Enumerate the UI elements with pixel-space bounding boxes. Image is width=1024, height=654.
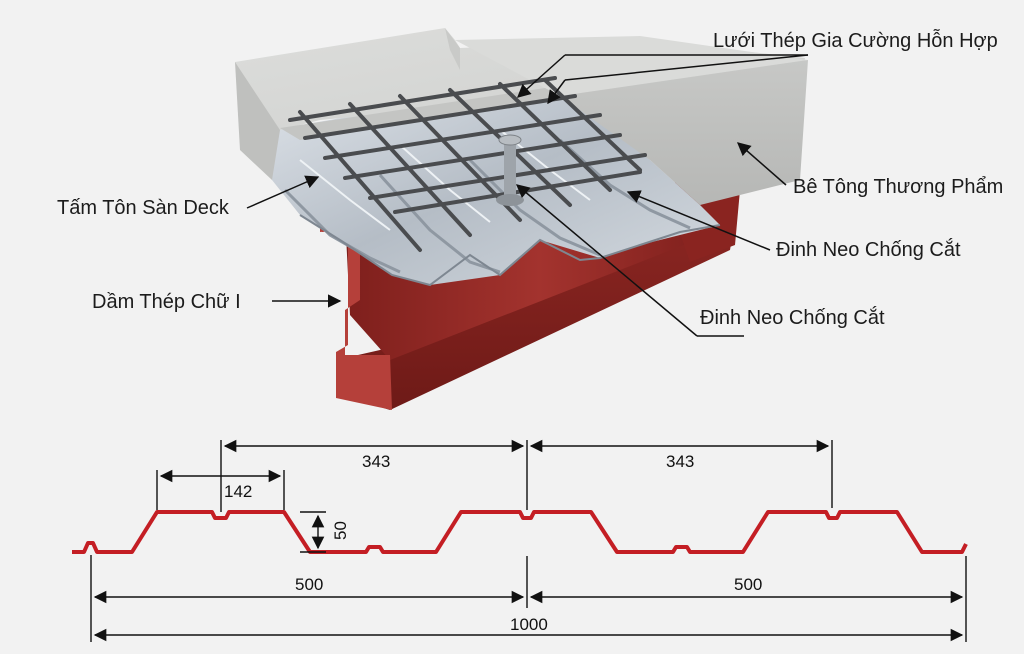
callout-mesh: Lưới Thép Gia Cường Hỗn Hợp <box>516 29 998 105</box>
dim-pitch-left: 343 <box>362 452 390 471</box>
callout-stud-center: Đinh Neo Chống Cắt <box>515 184 885 337</box>
callout-deck: Tấm Tôn Sàn Deck <box>57 175 320 219</box>
label-beam: Dầm Thép Chữ I <box>92 291 241 313</box>
label-stud-right: Đinh Neo Chống Cắt <box>776 238 961 261</box>
dim-half-right: 500 <box>734 575 762 594</box>
dim-pitch-right: 343 <box>666 452 694 471</box>
label-concrete: Bê Tông Thương Phẩm <box>793 176 1003 198</box>
label-deck: Tấm Tôn Sàn Deck <box>57 197 230 219</box>
deck-profile-line <box>72 510 968 554</box>
dim-half-left: 500 <box>295 575 323 594</box>
dimension-labels: 343 343 142 50 500 500 1000 <box>224 452 762 634</box>
label-mesh: Lưới Thép Gia Cường Hỗn Hợp <box>713 29 998 52</box>
dim-rib-top: 142 <box>224 482 252 501</box>
callout-stud-right: Đinh Neo Chống Cắt <box>626 190 961 261</box>
dim-total: 1000 <box>510 615 548 634</box>
dim-rib-height: 50 <box>331 521 350 540</box>
profile-dimensions <box>90 439 967 642</box>
callout-beam: Dầm Thép Chữ I <box>92 291 342 313</box>
label-stud-center: Đinh Neo Chống Cắt <box>700 306 885 329</box>
callout-concrete: Bê Tông Thương Phẩm <box>736 142 1003 198</box>
shear-stud <box>496 134 524 206</box>
rebar-mesh <box>288 76 647 252</box>
deck-profile-section <box>72 510 968 554</box>
